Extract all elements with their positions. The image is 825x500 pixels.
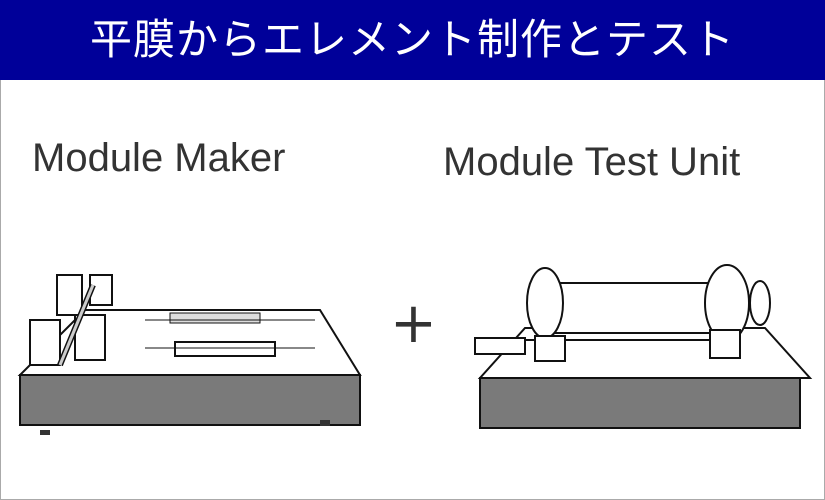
module-maker-illustration	[17, 274, 362, 435]
page-title: 平膜からエレメント制作とテスト	[0, 0, 825, 80]
module-test-unit-illustration	[474, 264, 813, 429]
module-maker-label: Module Maker	[32, 136, 286, 180]
module-test-unit-label: Module Test Unit	[443, 140, 741, 184]
plus-sign: +	[390, 291, 437, 356]
